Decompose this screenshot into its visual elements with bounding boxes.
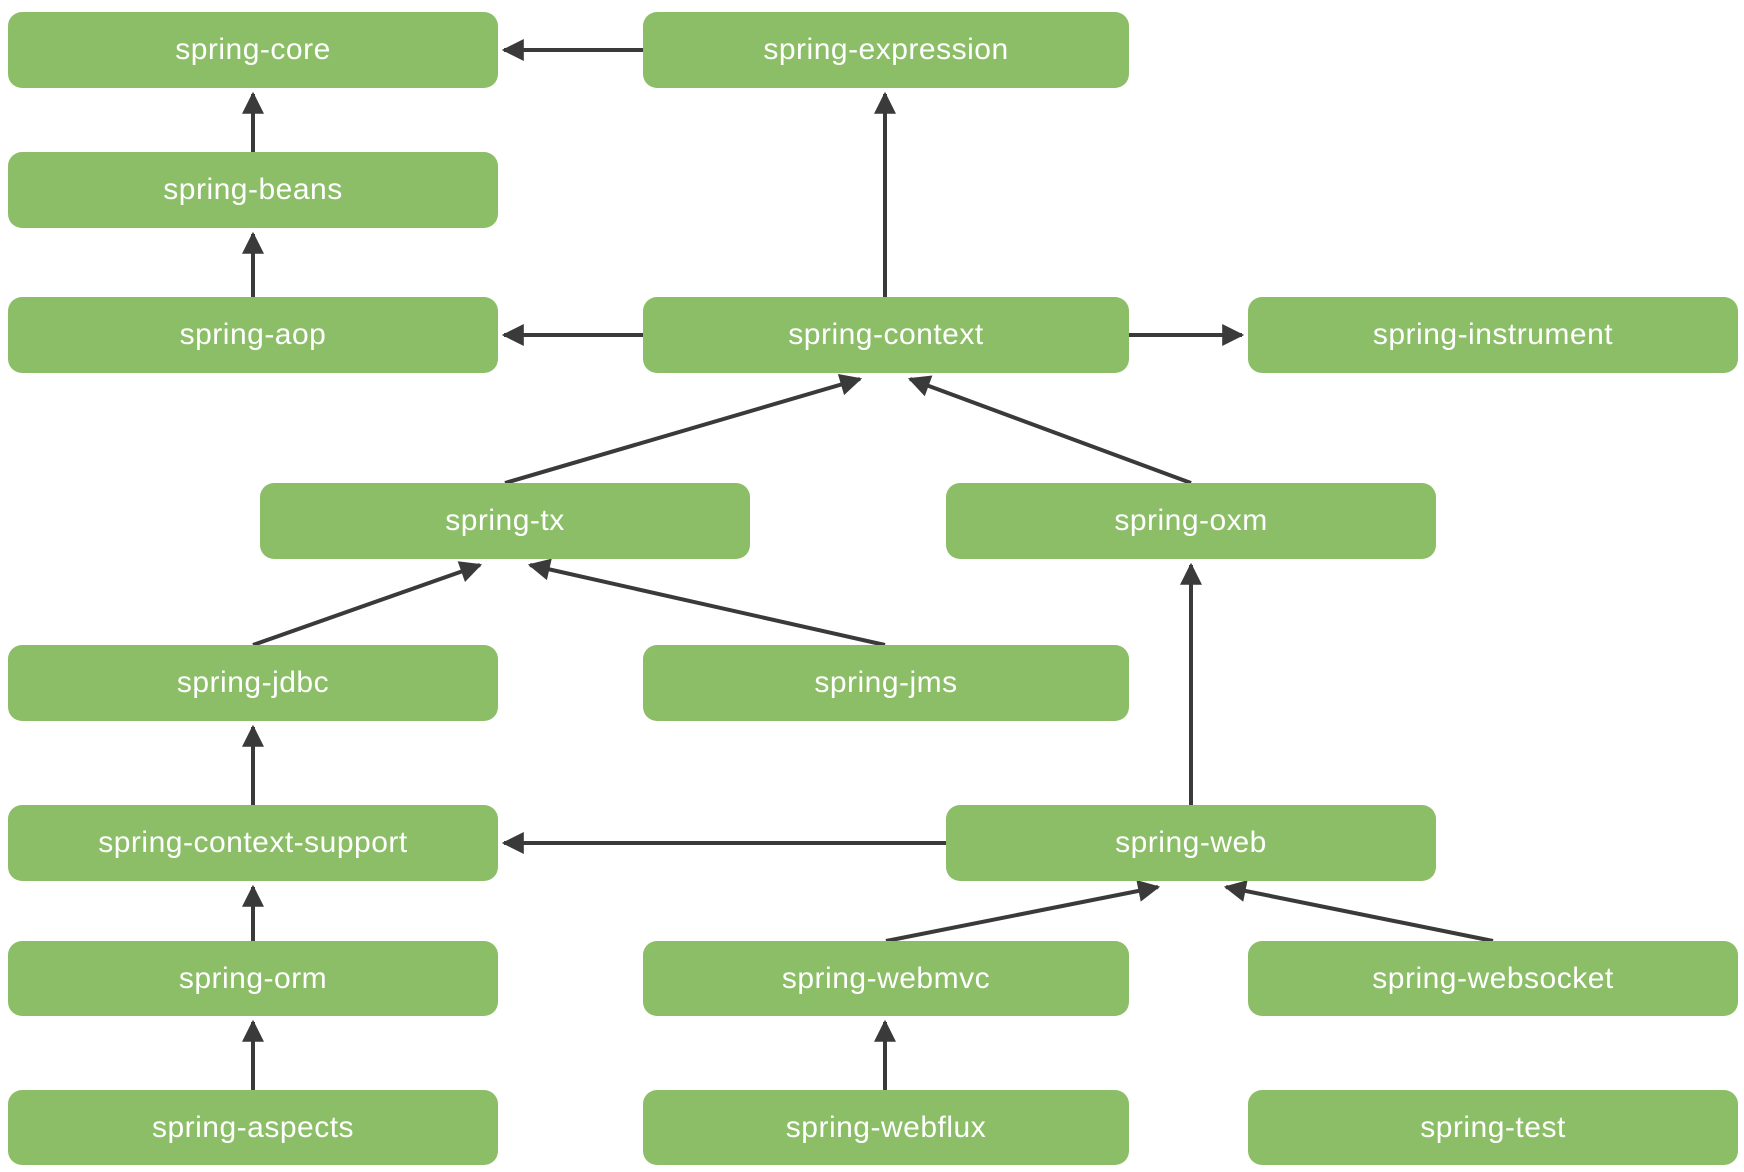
node-spring-test: spring-test (1248, 1090, 1738, 1165)
node-spring-webflux: spring-webflux (643, 1090, 1129, 1165)
node-label-spring-webmvc: spring-webmvc (781, 961, 991, 995)
node-label-spring-orm: spring-orm (178, 961, 328, 995)
node-label-spring-test: spring-test (1420, 1110, 1566, 1144)
node-spring-beans: spring-beans (8, 152, 498, 228)
node-spring-aop: spring-aop (8, 297, 498, 373)
node-label-spring-beans: spring-beans (163, 173, 343, 206)
edge-spring-jdbc-to-spring-tx (252, 561, 483, 647)
edge-spring-jms-to-spring-tx (527, 558, 886, 647)
node-spring-context-support: spring-context-support (8, 805, 498, 881)
node-label-spring-core: spring-core (175, 33, 331, 66)
node-spring-websocket: spring-websocket (1248, 941, 1738, 1016)
node-label-spring-jdbc: spring-jdbc (176, 666, 330, 699)
node-label-spring-tx: spring-tx (445, 504, 565, 537)
node-label-spring-context: spring-context (788, 318, 984, 351)
node-label-spring-aspects: spring-aspects (151, 1110, 355, 1144)
node-spring-orm: spring-orm (8, 941, 498, 1016)
node-spring-jdbc: spring-jdbc (8, 645, 498, 721)
node-spring-expression: spring-expression (643, 12, 1129, 88)
node-label-spring-expression: spring-expression (763, 33, 1009, 66)
edge-spring-webmvc-to-spring-web (885, 880, 1161, 943)
node-spring-instrument: spring-instrument (1248, 297, 1738, 373)
edge-spring-websocket-to-spring-web (1223, 880, 1494, 943)
node-spring-context: spring-context (643, 297, 1129, 373)
node-label-spring-websocket: spring-websocket (1372, 961, 1614, 995)
node-spring-tx: spring-tx (260, 483, 750, 559)
node-label-spring-webflux: spring-webflux (785, 1110, 987, 1144)
node-label-spring-oxm: spring-oxm (1114, 504, 1268, 537)
node-spring-jms: spring-jms (643, 645, 1129, 721)
node-spring-aspects: spring-aspects (8, 1090, 498, 1165)
node-label-spring-instrument: spring-instrument (1372, 318, 1614, 351)
node-spring-web: spring-web (946, 805, 1436, 881)
node-spring-webmvc: spring-webmvc (643, 941, 1129, 1016)
node-label-spring-aop: spring-aop (179, 318, 327, 351)
node-spring-core: spring-core (8, 12, 498, 88)
node-spring-oxm: spring-oxm (946, 483, 1436, 559)
node-label-spring-context-support: spring-context-support (98, 826, 408, 859)
node-label-spring-web: spring-web (1115, 826, 1267, 859)
edge-spring-oxm-to-spring-context (907, 375, 1192, 485)
edge-spring-tx-to-spring-context (504, 374, 863, 485)
node-label-spring-jms: spring-jms (814, 666, 958, 699)
